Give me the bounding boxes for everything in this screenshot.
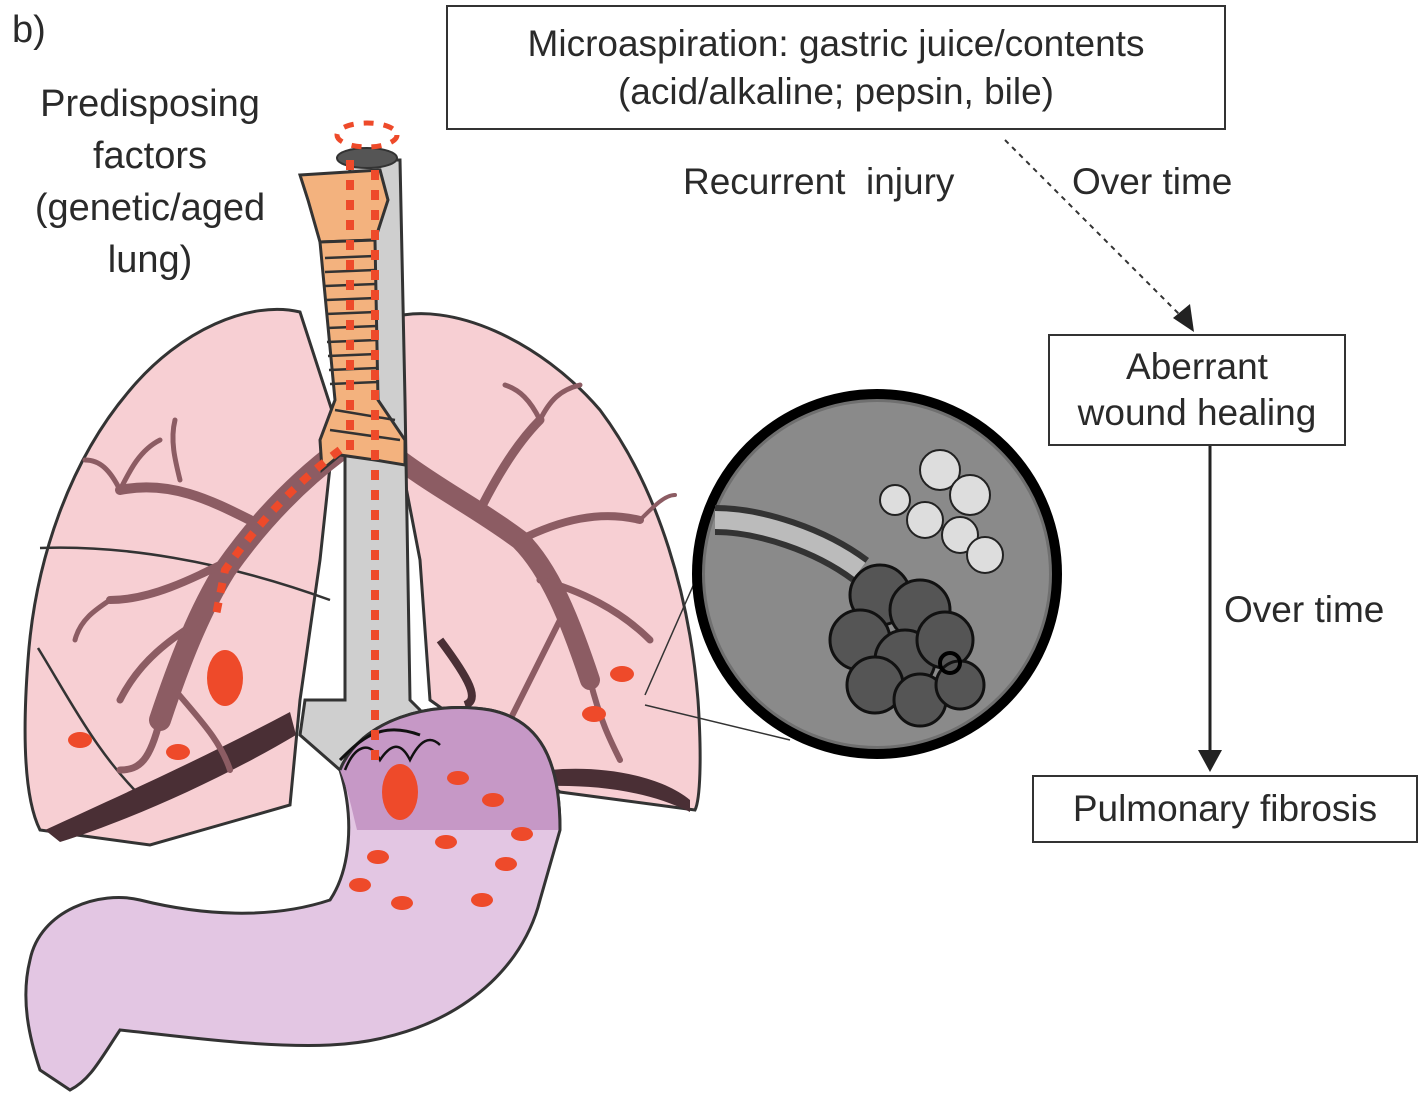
left-lung bbox=[25, 309, 335, 845]
panel-label: b) bbox=[12, 8, 46, 52]
predisposing-line-1: Predisposing bbox=[0, 78, 300, 130]
pulmonary-fibrosis-box: Pulmonary fibrosis bbox=[1032, 775, 1418, 843]
microaspiration-line-1: Microaspiration: gastric juice/contents bbox=[528, 20, 1145, 68]
solid-arrow-head bbox=[1198, 750, 1222, 772]
microaspiration-box: Microaspiration: gastric juice/contents … bbox=[446, 5, 1226, 130]
flow-arrows bbox=[1005, 140, 1222, 772]
predisposing-line-3: (genetic/aged bbox=[0, 182, 300, 234]
aberrant-line-2: wound healing bbox=[1078, 390, 1317, 436]
microaspiration-line-2: (acid/alkaline; pepsin, bile) bbox=[618, 68, 1054, 116]
dotted-arrow-head bbox=[1173, 304, 1194, 332]
recurrent-injury-label: Recurrent injury bbox=[683, 158, 954, 206]
predisposing-line-2: factors bbox=[0, 130, 300, 182]
over-time-right-label: Over time bbox=[1224, 586, 1384, 634]
predisposing-line-4: lung) bbox=[0, 234, 300, 286]
predisposing-factors-label: Predisposing factors (genetic/aged lung) bbox=[0, 78, 300, 286]
aberrant-line-1: Aberrant bbox=[1126, 344, 1268, 390]
over-time-top-label: Over time bbox=[1072, 158, 1232, 206]
aberrant-wound-healing-box: Aberrant wound healing bbox=[1048, 334, 1346, 446]
alveoli-magnifier bbox=[697, 394, 1057, 754]
